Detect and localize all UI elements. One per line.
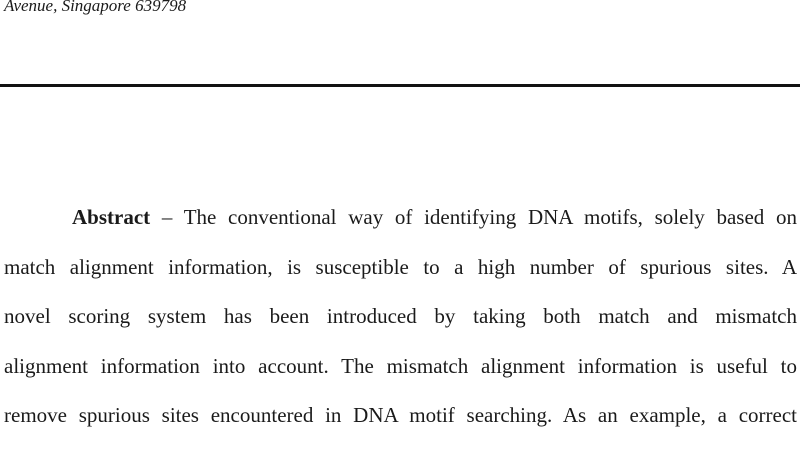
abstract-line-4: alignment information into account. The … <box>4 353 797 378</box>
author-affiliation: Avenue, Singapore 639798 <box>4 0 187 15</box>
abstract-section: Abstract – The conventional way of ident… <box>4 193 797 441</box>
abstract-line-2: match alignment information, is suscepti… <box>4 254 797 279</box>
abstract-line-5: remove spurious sites encountered in DNA… <box>4 403 797 427</box>
abstract-label: Abstract <box>72 205 151 229</box>
header-divider-rule <box>0 84 800 87</box>
abstract-line-1: Abstract – The conventional way of ident… <box>4 193 797 243</box>
abstract-line-3: novel scoring system has been introduced… <box>4 304 797 328</box>
abstract-text: The conventional way of identifying DNA … <box>183 205 797 229</box>
abstract-dash: – <box>150 205 184 229</box>
